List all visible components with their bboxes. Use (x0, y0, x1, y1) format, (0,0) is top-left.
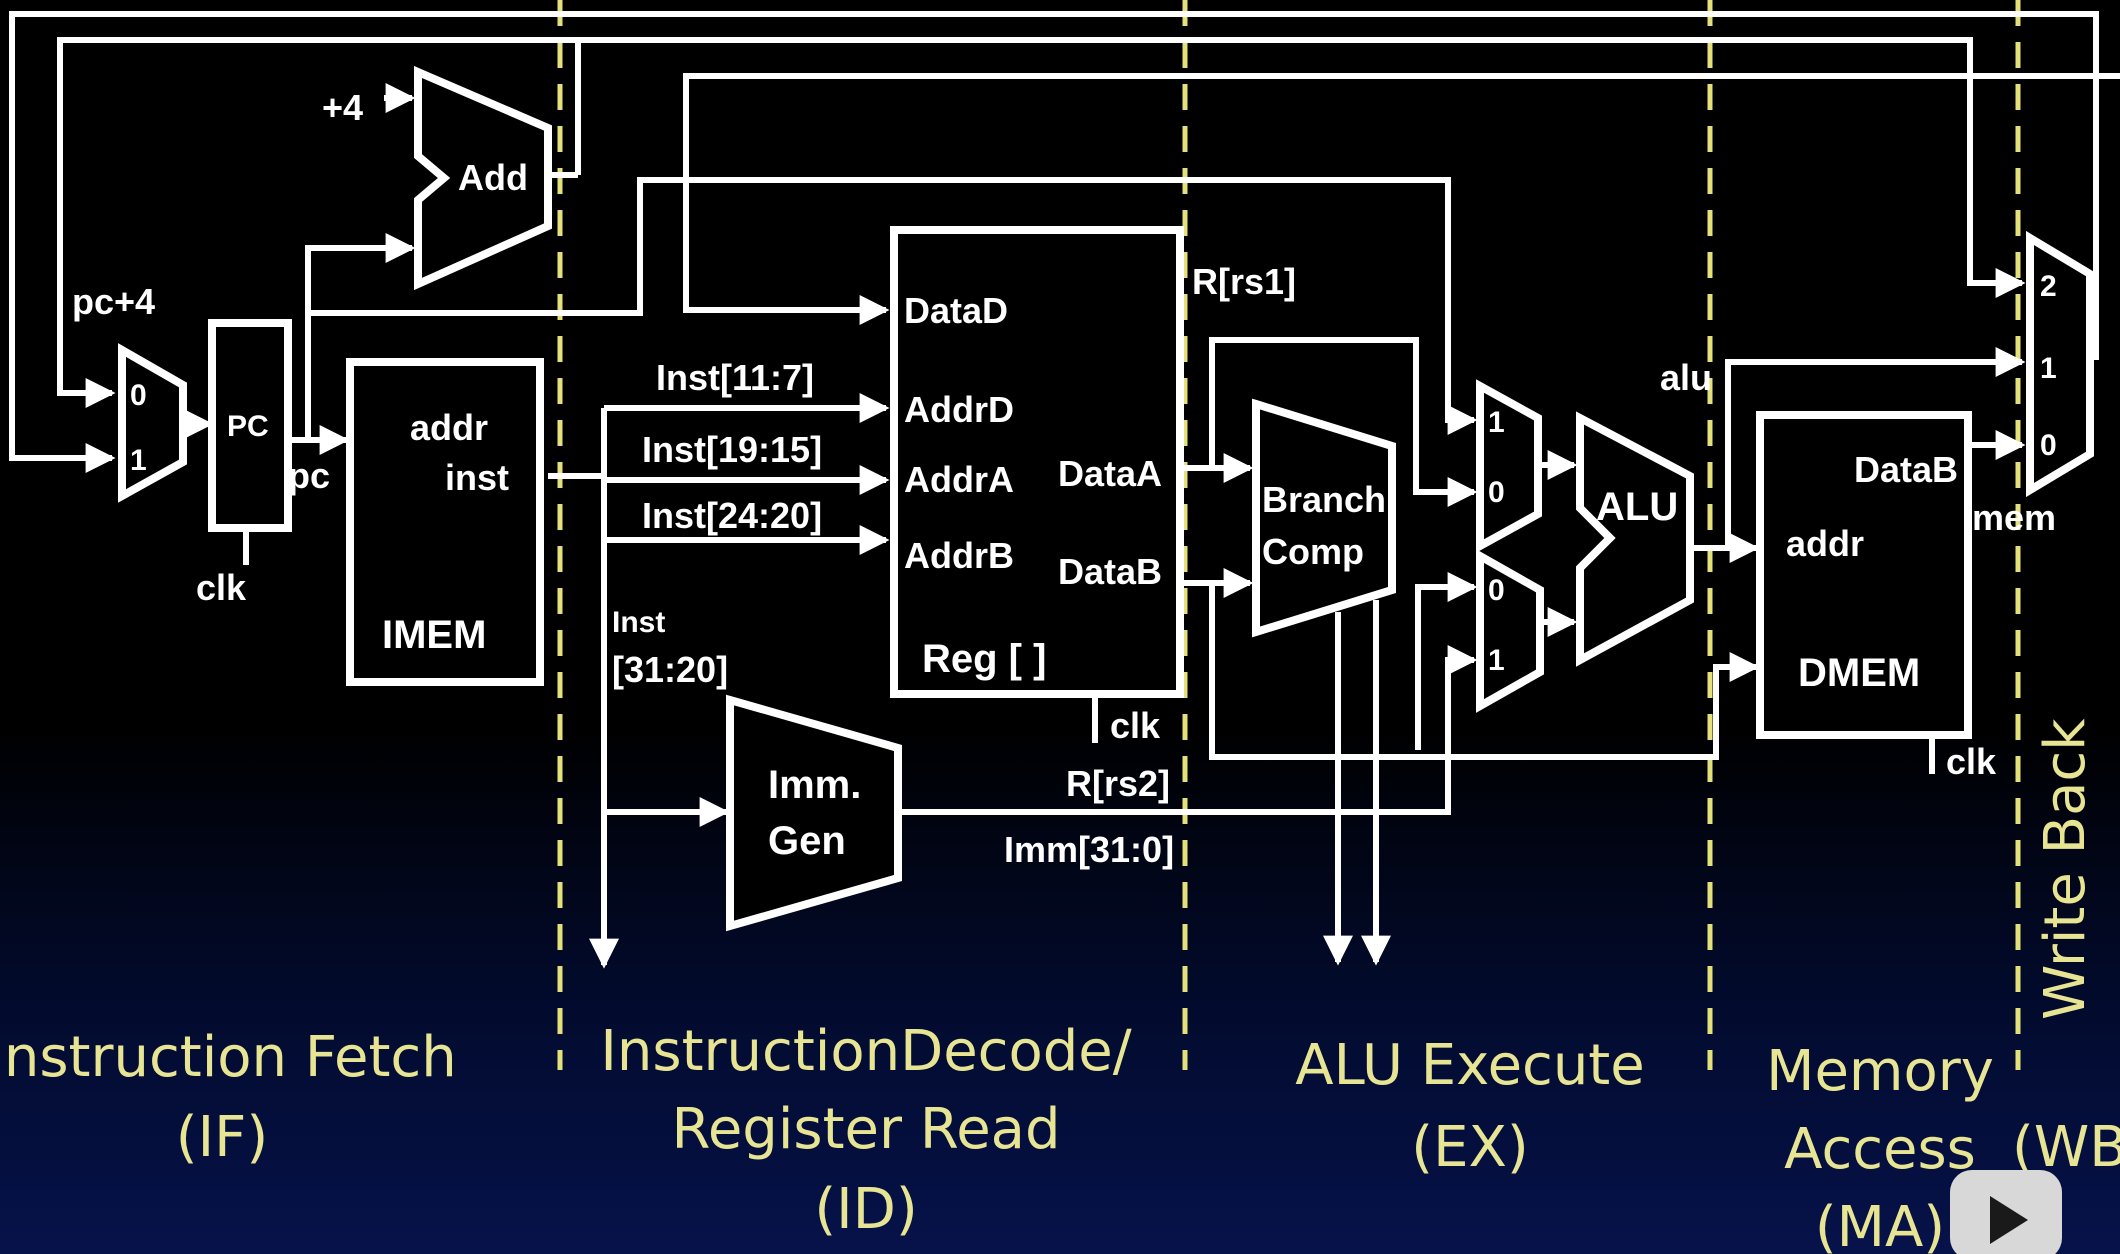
branch-comparator (1252, 398, 1396, 638)
pc-label: PC (227, 410, 269, 443)
addrb-label: AddrB (904, 535, 1014, 576)
datad-label: DataD (904, 290, 1008, 331)
rrs2-label: R[rs2] (1066, 763, 1170, 804)
wb-mux-1-label: 1 (2040, 352, 2057, 385)
stage-if-line2: (IF) (176, 1105, 268, 1170)
stage-id-line2: Register Read (671, 1097, 1060, 1162)
addra-label: AddrA (904, 459, 1014, 500)
wire-alu-to-wb (1725, 347, 2026, 548)
branch-label-b: Comp (1262, 531, 1364, 572)
alu-mux-a-1-label: 1 (1488, 406, 1505, 439)
inst-31-20-label-a: Inst (612, 606, 665, 639)
wb-mux-2-label: 2 (2040, 270, 2057, 303)
stage-ma-line1: Memory (1766, 1039, 1994, 1104)
inst-19-15-label: Inst[19:15] (642, 429, 822, 470)
inst-24-20-label: Inst[24:20] (642, 495, 822, 536)
dmem-label: DMEM (1798, 651, 1920, 695)
pc-mux-0-label: 0 (130, 379, 147, 412)
dataa-label: DataA (1058, 453, 1162, 494)
register-file (890, 226, 1184, 698)
pc-mux (118, 343, 187, 503)
imm-gen-label-b: Gen (768, 819, 846, 863)
play-icon (1990, 1196, 2028, 1244)
pc-out-label: pc (288, 455, 330, 496)
dmem-datab-label: DataB (1854, 449, 1958, 490)
pc4-label: pc+4 (72, 281, 155, 322)
stage-wb-line2: (WB (2012, 1115, 2120, 1180)
imem-inst-label: inst (445, 457, 509, 498)
alu-mux-a (1476, 379, 1542, 553)
plus4-label: +4 (322, 87, 363, 128)
wire-pc4-to-mux (57, 37, 581, 408)
alu-mux-b-0-label: 0 (1488, 574, 1505, 607)
adder (414, 65, 552, 291)
stage-ma-line2: Access (1784, 1117, 1976, 1182)
stage-if-line1: Instruction Fetch (0, 1025, 457, 1090)
alu-wire-label: alu (1660, 357, 1712, 398)
imm-gen-label-a: Imm. (768, 763, 861, 807)
stage-id-line3: (ID) (814, 1177, 917, 1242)
branch-label-a: Branch (1262, 479, 1386, 520)
writeback-mux (2026, 230, 2094, 498)
imem-addr-label: addr (410, 407, 488, 448)
alu-label: ALU (1596, 485, 1678, 529)
stage-ma-line3: (MA) (1815, 1195, 1945, 1254)
adder-label: Add (458, 157, 528, 198)
addrd-label: AddrD (904, 389, 1014, 430)
play-button[interactable] (1950, 1170, 2062, 1254)
wire-writeback-to-pc (9, 11, 2099, 473)
imem-block (346, 358, 544, 686)
dmem-block (1756, 411, 1972, 739)
inst-11-7-label: Inst[11:7] (656, 357, 814, 398)
alu-mux-b (1476, 549, 1544, 713)
wb-mux-0-label: 0 (2040, 429, 2057, 462)
imm31-label: Imm[31:0] (1004, 829, 1174, 870)
alu-mux-a-0-label: 0 (1488, 476, 1505, 509)
mem-label: mem (1972, 497, 2056, 538)
wire-pc-to-adder (305, 233, 416, 440)
inst-31-20-label-b: [31:20] (612, 649, 728, 690)
wire-imm-to-mux (900, 645, 1478, 815)
imm-gen (726, 694, 902, 932)
imem-label: IMEM (382, 613, 486, 657)
stage-id-line1: InstructionDecode/ (600, 1019, 1131, 1084)
alu-mux-b-1-label: 1 (1488, 644, 1505, 677)
stage-ex-line1: ALU Execute (1295, 1033, 1644, 1098)
rrs1-label: R[rs1] (1192, 261, 1296, 302)
wire-dataa-to-mux (1209, 337, 1478, 507)
wire-rrs2-to-mux (1415, 572, 1478, 750)
clk-pc-label: clk (196, 567, 247, 608)
alu (1576, 411, 1694, 667)
clk-dmem-label: clk (1946, 741, 1997, 782)
pc-mux-1-label: 1 (130, 444, 147, 477)
stage-labels: Instruction Fetch (IF) InstructionDecode… (0, 718, 2120, 1254)
stage-wb-line1: Write Back (2033, 718, 2098, 1020)
wire-pc4-to-wb (578, 37, 2026, 298)
wire-pc-to-alu-mux (308, 177, 1478, 435)
datab-label: DataB (1058, 551, 1162, 592)
dmem-addr-label: addr (1786, 523, 1864, 564)
wire-datab-to-dmem (1209, 583, 1760, 760)
wire-wb-to-datad (683, 73, 2120, 325)
reg-label: Reg [ ] (922, 637, 1046, 681)
pc-register (208, 319, 292, 532)
clk-reg-label: clk (1110, 705, 1161, 746)
stage-ex-line2: (EX) (1411, 1115, 1528, 1180)
